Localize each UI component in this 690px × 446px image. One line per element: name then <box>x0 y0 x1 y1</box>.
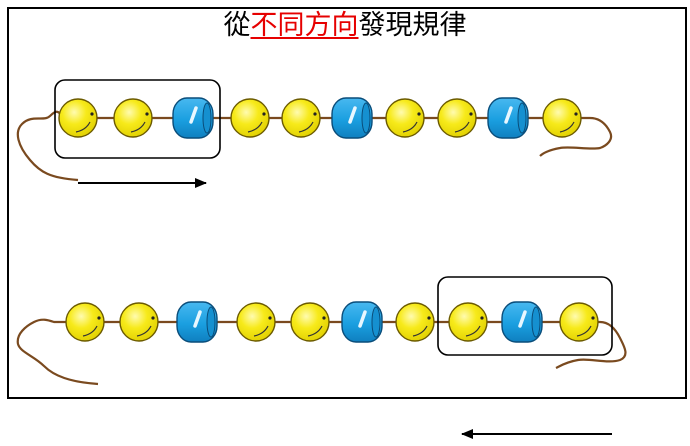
bottom-yellow-bead-7 <box>395 302 435 342</box>
bottom-group-box <box>437 276 613 356</box>
top-yellow-bead-2 <box>113 98 153 138</box>
top-yellow-bead-10 <box>542 98 582 138</box>
top-blue-bead-6 <box>331 97 373 139</box>
bottom-blue-bead-3 <box>176 301 218 343</box>
bottom-yellow-bead-2 <box>119 302 159 342</box>
bottom-yellow-bead-4 <box>236 302 276 342</box>
bottom-yellow-bead-10 <box>559 302 599 342</box>
top-yellow-bead-4 <box>230 98 270 138</box>
bottom-blue-bead-9 <box>501 301 543 343</box>
top-string-cord <box>16 110 613 182</box>
top-string <box>16 79 613 188</box>
title-prefix: 從 <box>223 10 251 41</box>
top-group-box <box>54 79 221 159</box>
bottom-string <box>16 276 627 439</box>
top-yellow-bead-7 <box>385 98 425 138</box>
top-blue-bead-9 <box>487 97 529 139</box>
page-title: 從不同方向發現規律 <box>0 12 690 39</box>
top-yellow-bead-8 <box>437 98 477 138</box>
diagram-frame <box>7 7 687 399</box>
top-yellow-bead-1 <box>58 98 98 138</box>
title-suffix: 發現規律 <box>358 10 467 41</box>
bottom-yellow-bead-5 <box>290 302 330 342</box>
top-yellow-bead-5 <box>281 98 321 138</box>
title-highlight: 不同方向 <box>250 10 359 41</box>
bottom-blue-bead-6 <box>341 301 383 343</box>
top-blue-bead-3 <box>172 97 214 139</box>
bottom-yellow-bead-8 <box>448 302 488 342</box>
bottom-yellow-bead-1 <box>65 302 105 342</box>
